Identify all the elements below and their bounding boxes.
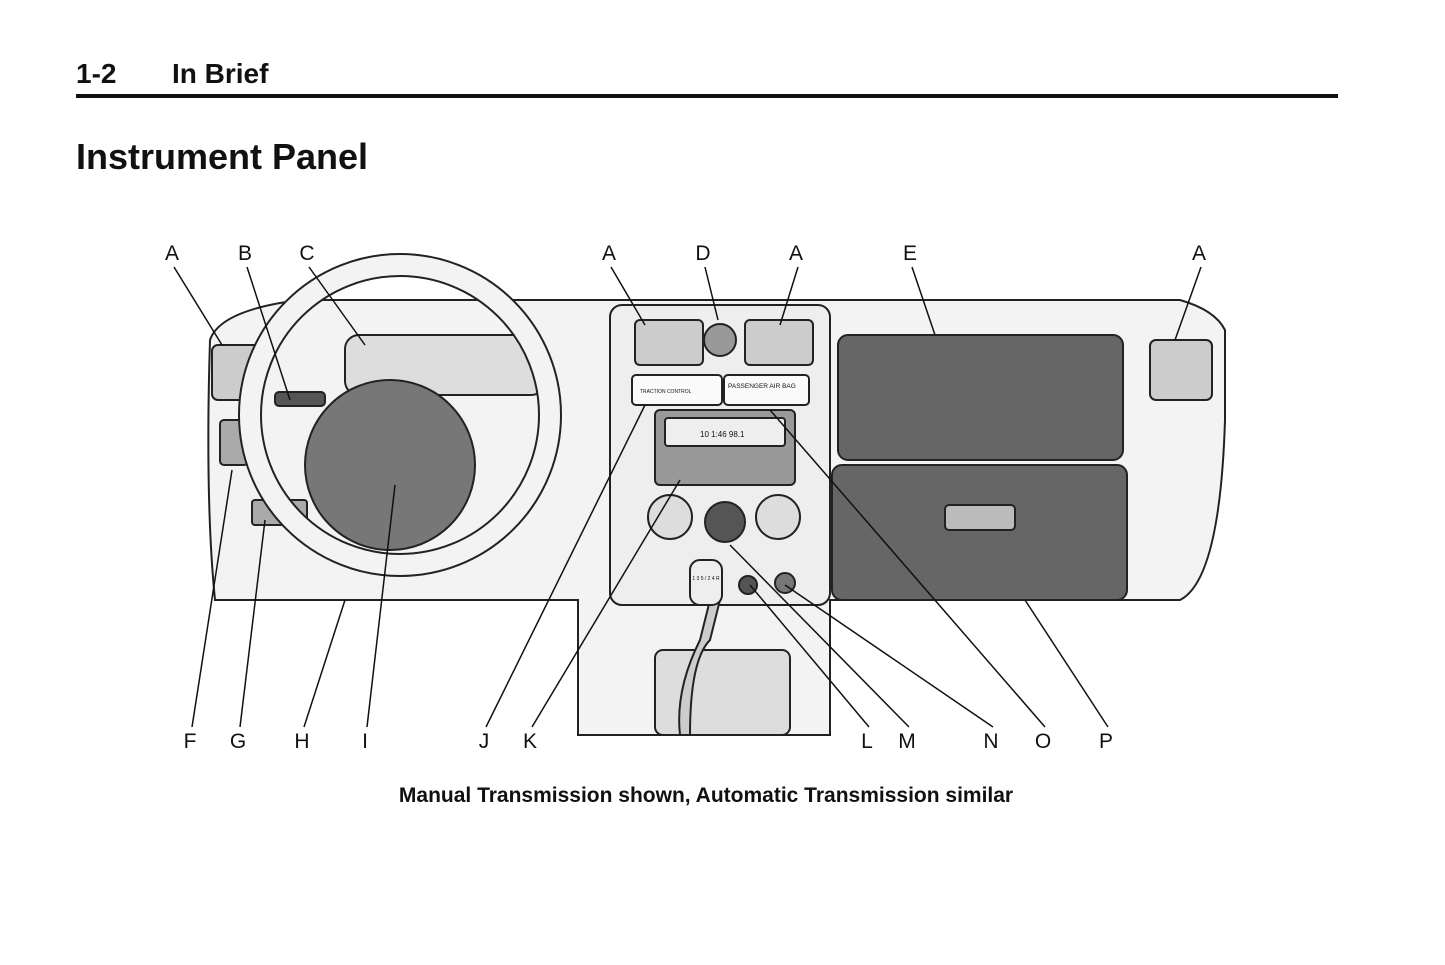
traction-control-text: TRACTION CONTROL: [640, 389, 692, 395]
leader-line: [911, 266, 936, 336]
callout-label: P: [1098, 730, 1114, 753]
center-vent-left: [634, 319, 704, 366]
leader-line: [704, 266, 719, 321]
leader-line: [784, 584, 994, 728]
hazard-button: [703, 323, 737, 357]
callout-label: F: [183, 730, 197, 753]
leader-line: [729, 544, 910, 728]
callout-label: E: [902, 242, 918, 265]
figure-caption: Manual Transmission shown, Automatic Tra…: [398, 784, 1014, 807]
leader-line: [308, 266, 366, 346]
callout-label: D: [695, 242, 711, 265]
climate-knob-left: [647, 494, 693, 540]
leader-line: [779, 266, 799, 326]
callout-label: G: [229, 730, 247, 753]
leader-line: [303, 599, 346, 728]
upper-glove-box: [837, 334, 1124, 461]
steering-wheel: [239, 254, 561, 576]
callout-label: N: [983, 730, 999, 753]
leader-line: [173, 266, 223, 346]
page-number: 1-2: [76, 58, 117, 89]
turn-signal-stalk: [274, 391, 326, 407]
climate-knob-center: [704, 501, 746, 543]
leader-line: [769, 409, 1046, 728]
header-rule: [76, 94, 1338, 98]
traction-control-panel: [631, 374, 723, 406]
callout-label: A: [788, 242, 804, 265]
callout-label: A: [601, 242, 617, 265]
running-header: 1-2 In Brief: [76, 58, 268, 90]
callout-label: J: [478, 730, 490, 753]
right-vent: [1149, 339, 1213, 401]
shift-pattern-text: 1 3 5 / 2 4 R: [692, 576, 720, 582]
console: [654, 649, 791, 736]
callout-label: L: [861, 730, 873, 753]
callout-label: K: [522, 730, 538, 753]
leader-line: [610, 266, 646, 326]
leader-line: [366, 484, 396, 728]
leader-line: [749, 584, 870, 728]
airbag-hub: [304, 379, 476, 551]
callout-label: C: [299, 242, 315, 265]
page-title: Instrument Panel: [76, 136, 369, 177]
leader-line: [191, 469, 233, 728]
radio-display-text: 10 1:46 98.1: [700, 430, 745, 439]
callout-label: H: [294, 730, 310, 753]
callout-label: O: [1034, 730, 1052, 753]
leader-line: [1024, 599, 1109, 728]
callout-label: I: [362, 730, 368, 753]
section-title: In Brief: [172, 58, 269, 89]
leader-line: [531, 479, 681, 728]
leader-line: [1174, 266, 1202, 341]
center-vent-right: [744, 319, 814, 366]
leader-line: [239, 519, 266, 728]
climate-knob-right: [755, 494, 801, 540]
airbag-text: PASSENGER AIR BAG: [728, 383, 796, 390]
shift-knob: [689, 559, 723, 606]
airbag-status-panel: [723, 374, 810, 406]
callout-label: A: [164, 242, 180, 265]
callout-label: M: [898, 730, 916, 753]
leader-line: [485, 404, 646, 728]
leader-line: [246, 266, 291, 401]
callout-label: A: [1191, 242, 1207, 265]
callout-label: B: [237, 242, 253, 265]
